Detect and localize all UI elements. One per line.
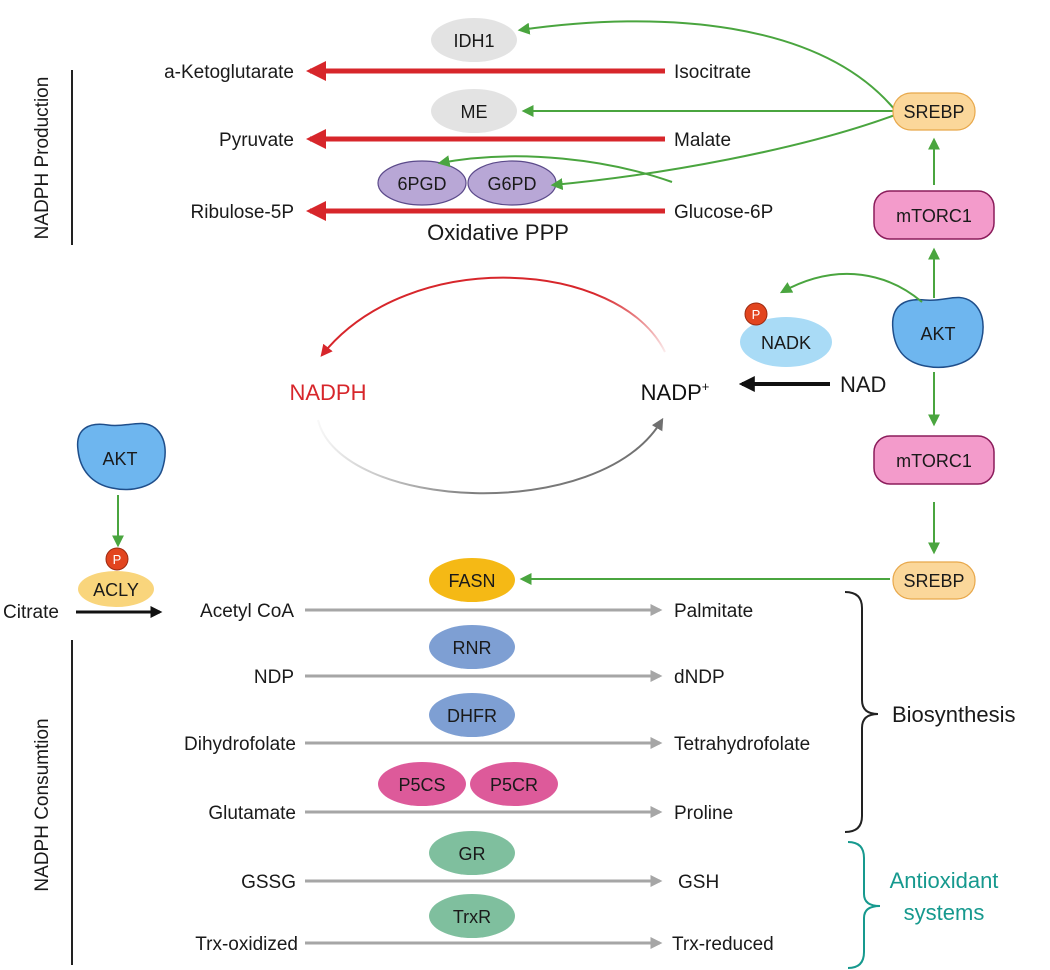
product-pyruvate: Pyruvate	[219, 130, 294, 151]
nadph-to-nadp-arrow	[317, 417, 664, 495]
enzyme-fasn-label: FASN	[448, 571, 495, 591]
signaling-column: SREBP mTORC1 AKT mTORC1 SREBP	[519, 92, 995, 600]
mtorc1-bottom-node	[873, 435, 995, 485]
product-tetrahydrofolate: Tetrahydrofolate	[674, 734, 810, 755]
product-dndp: dNDP	[674, 667, 725, 688]
nad-label: NAD	[840, 372, 886, 397]
nadp-label: NADP+	[641, 379, 710, 405]
production-enzymes: IDH1 ME 6PGD G6PD	[377, 18, 557, 206]
acly-node	[78, 571, 154, 607]
product-aketoglutarate: a-Ketoglutarate	[164, 62, 294, 83]
akt-right-label: AKT	[920, 324, 955, 344]
enzyme-g6pd-label: G6PD	[487, 174, 536, 194]
oxidative-ppp-label: Oxidative PPP	[427, 220, 569, 245]
substrate-gssg: GSSG	[241, 872, 296, 893]
enzyme-gr-label: GR	[459, 844, 486, 864]
production-section-title: NADPH Production	[32, 77, 53, 240]
srebp-to-g6pd-arrow	[550, 114, 896, 191]
enzyme-p5cs-label: P5CS	[398, 775, 445, 795]
nadk-label: NADK	[761, 333, 811, 353]
akt-left-label: AKT	[102, 449, 137, 469]
enzyme-trxr-label: TrxR	[453, 907, 491, 927]
consumption-section-title: NADPH Consumtion	[32, 718, 53, 891]
acly-label: ACLY	[93, 580, 139, 600]
srebp-to-6pgd-arrow	[437, 155, 673, 183]
enzyme-me	[431, 89, 517, 133]
product-gsh: GSH	[678, 872, 719, 893]
substrate-glucose6p: Glucose-6P	[674, 202, 773, 223]
akt-right-node	[891, 296, 984, 369]
enzyme-dhfr-label: DHFR	[447, 706, 497, 726]
acly-phospho-label: P	[113, 552, 122, 567]
enzyme-6pgd-label: 6PGD	[397, 174, 446, 194]
antioxidant-label-line1: Antioxidant	[890, 868, 999, 893]
biosynthesis-label: Biosynthesis	[892, 702, 1016, 727]
production-reactions: a-Ketoglutarate Pyruvate Ribulose-5P Iso…	[164, 61, 773, 245]
srebp-regulation-arrows	[437, 20, 896, 191]
substrate-acetylcoa: Acetyl CoA	[200, 601, 294, 622]
enzyme-idh1-label: IDH1	[453, 31, 494, 51]
nadp-to-nadph-arrow	[320, 276, 666, 357]
enzyme-p5cs	[378, 762, 466, 806]
nadk-phospho-icon	[744, 302, 768, 326]
nadk-phospho-label: P	[752, 307, 761, 322]
enzyme-idh1	[431, 18, 517, 62]
nadk-group: NADK P	[740, 302, 832, 367]
srebp-top-label: SREBP	[903, 102, 964, 122]
nadph-cycle: NADPH NADP+ NAD	[289, 276, 886, 495]
akt-left-node	[76, 422, 166, 491]
enzyme-rnr	[429, 625, 515, 669]
mtorc1-bottom-label: mTORC1	[896, 451, 972, 471]
enzyme-rnr-label: RNR	[453, 638, 492, 658]
product-trx-reduced: Trx-reduced	[672, 934, 774, 955]
akt-to-nadk-arrow	[779, 272, 923, 303]
product-ribulose5p: Ribulose-5P	[191, 202, 295, 223]
citrate-label: Citrate	[3, 602, 59, 623]
enzyme-p5cr-label: P5CR	[490, 775, 538, 795]
substrate-malate: Malate	[674, 130, 731, 151]
nadph-label: NADPH	[289, 380, 366, 405]
enzyme-me-label: ME	[461, 102, 488, 122]
substrate-trx-oxidized: Trx-oxidized	[195, 934, 298, 955]
consumption-reactions: Acetyl CoA Palmitate FASN NDP dNDP RNR D…	[184, 558, 810, 955]
mtorc1-top-label: mTORC1	[896, 206, 972, 226]
substrate-isocitrate: Isocitrate	[674, 62, 751, 83]
enzyme-trxr	[429, 894, 515, 938]
mtorc1-top-node	[873, 190, 995, 240]
substrate-dihydrofolate: Dihydrofolate	[184, 734, 296, 755]
enzyme-dhfr	[429, 693, 515, 737]
srebp-to-idh1-arrow	[517, 20, 896, 111]
substrate-glutamate: Glutamate	[208, 803, 296, 824]
nadk-node	[740, 317, 832, 367]
acly-pathway: AKT ACLY P Citrate	[3, 422, 166, 623]
enzyme-fasn	[429, 558, 515, 602]
enzyme-6pgd	[377, 160, 467, 206]
biosynthesis-brace	[844, 591, 879, 833]
product-palmitate: Palmitate	[674, 601, 753, 622]
srebp-bottom-label: SREBP	[903, 571, 964, 591]
product-proline: Proline	[674, 803, 733, 824]
group-braces: Biosynthesis Antioxidant systems	[844, 591, 1016, 969]
antioxidant-label-line2: systems	[904, 900, 985, 925]
enzyme-p5cr	[470, 762, 558, 806]
srebp-top-node	[892, 92, 976, 131]
substrate-ndp: NDP	[254, 667, 294, 688]
srebp-bottom-node	[892, 561, 976, 600]
acly-phospho-icon	[105, 547, 129, 571]
enzyme-gr	[429, 831, 515, 875]
antioxidant-brace	[847, 841, 881, 969]
